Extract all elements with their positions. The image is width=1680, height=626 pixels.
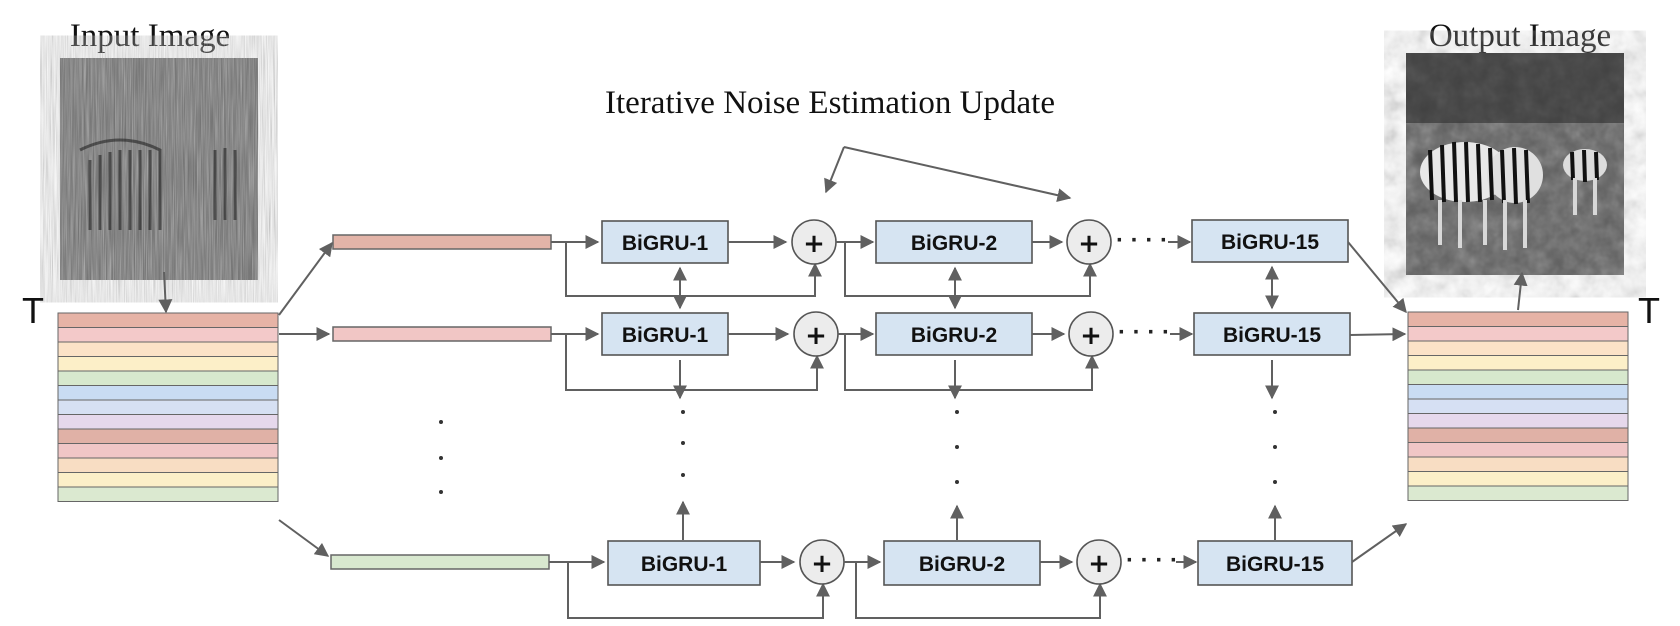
row1-plus-2-label: +	[1078, 229, 1100, 259]
output-stripe	[1407, 340, 1629, 356]
input-stripe	[57, 341, 279, 357]
input-stripe	[57, 370, 279, 386]
output-stripe	[1407, 398, 1629, 414]
row1-bigru-1	[601, 220, 729, 264]
row2-bigru-15	[1193, 312, 1351, 356]
input-feature-stack	[57, 312, 279, 502]
row3-bigru-2-label: BiGRU-2	[919, 553, 1005, 576]
output-stripe	[1407, 311, 1629, 327]
row1-bigru-15-label: BiGRU-15	[1221, 231, 1319, 254]
row2-bigru-1-label: BiGRU-1	[622, 324, 709, 347]
input-stripe	[57, 486, 279, 502]
input-image-label: Input Image	[70, 18, 230, 54]
row2-bigru-2-label: BiGRU-2	[911, 324, 997, 347]
row1-input-bar	[332, 234, 552, 250]
input-stripe	[57, 414, 279, 430]
input-stripe	[57, 457, 279, 473]
row-2: BiGRU-1 + BiGRU-2 + · · · · BiGRU-15	[551, 311, 1407, 391]
left-t-label: T	[22, 290, 44, 331]
iterative-arrow-left	[824, 146, 845, 194]
row-ellipsis-left	[439, 420, 443, 494]
input-image	[60, 58, 258, 280]
output-stripe	[1407, 456, 1629, 472]
row3-bigru-15-label: BiGRU-15	[1226, 553, 1324, 576]
stack-to-output-arrow	[1513, 271, 1528, 311]
output-stripe	[1407, 485, 1629, 501]
row3-plus-1-label: +	[811, 549, 833, 579]
output-image	[1406, 53, 1624, 275]
row3-bigru-2	[883, 540, 1041, 586]
zebra-silhouettes	[1420, 141, 1607, 250]
iterative-update-label: Iterative Noise Estimation Update	[605, 85, 1055, 121]
input-stripe	[57, 399, 279, 415]
row1-bigru-15	[1191, 219, 1349, 263]
output-stripe	[1407, 326, 1629, 342]
row2-plus-2-label: +	[1080, 321, 1102, 351]
right-t-label: T	[1638, 290, 1660, 331]
input-stripe	[57, 428, 279, 444]
row3-bigru-1-label: BiGRU-1	[641, 553, 728, 576]
stack-to-row3-arrow	[278, 519, 330, 557]
row2-bigru-1	[601, 312, 729, 356]
output-stripe	[1407, 442, 1629, 458]
column-ellipsis	[681, 410, 1277, 484]
output-stripe	[1407, 369, 1629, 385]
output-stripe	[1407, 384, 1629, 400]
row2-ellipsis: · · · ·	[1118, 319, 1170, 346]
output-stripe	[1407, 471, 1629, 487]
row2-bigru-2	[875, 312, 1033, 356]
row3-input-bar	[330, 554, 550, 570]
output-feature-stack	[1407, 311, 1629, 501]
row3-bigru-15	[1197, 540, 1353, 586]
row-3: BiGRU-1 + BiGRU-2 + · · · · BiGRU-15	[549, 523, 1408, 619]
row1-ellipsis: · · · ·	[1116, 227, 1168, 254]
output-stripe	[1407, 427, 1629, 443]
input-stripe	[57, 356, 279, 372]
row1-bigru-2	[875, 220, 1033, 264]
output-stripe	[1407, 355, 1629, 371]
row2-plus-2	[1068, 311, 1114, 357]
iterative-arrow-right	[843, 146, 1072, 203]
row1-bigru-2-label: BiGRU-2	[911, 232, 997, 255]
input-to-stack-arrow	[158, 271, 173, 314]
input-stripe	[57, 472, 279, 488]
row1-bigru-1-label: BiGRU-1	[622, 232, 709, 255]
output-stripe	[1407, 413, 1629, 429]
input-stripe	[57, 312, 279, 328]
row3-ellipsis: · · · ·	[1126, 547, 1178, 574]
input-stripe	[57, 327, 279, 343]
row3-plus-2-label: +	[1088, 549, 1110, 579]
row1-plus-2	[1066, 219, 1112, 265]
output-image-label: Output Image	[1429, 18, 1611, 54]
row3-plus-2	[1076, 539, 1122, 585]
row3-bigru-1	[607, 540, 761, 586]
input-stripe	[57, 385, 279, 401]
row2-plus-1-label: +	[805, 321, 827, 351]
stack-to-row1-arrow	[278, 241, 333, 316]
row2-input-bar	[332, 326, 552, 342]
input-stripe	[57, 443, 279, 459]
row2-bigru-15-label: BiGRU-15	[1223, 324, 1321, 347]
row1-plus-1-label: +	[803, 229, 825, 259]
row-1: BiGRU-1 + BiGRU-2 + · · · · BiGRU-15	[551, 219, 1407, 314]
